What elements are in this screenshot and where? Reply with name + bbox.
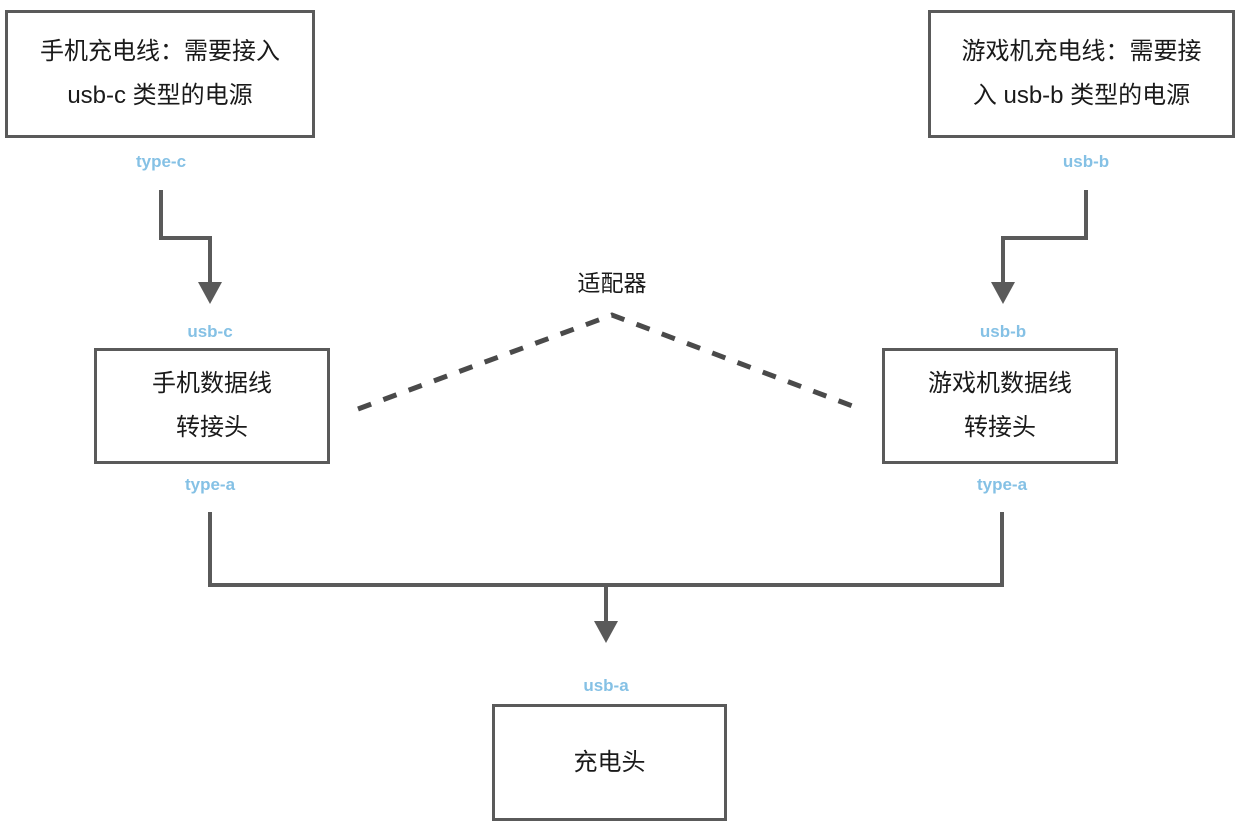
node-console-adapter-line-2: 转接头 [964, 414, 1036, 441]
connector-adapters-merge [208, 512, 1004, 587]
port-label-console-adapter-in: usb-b [979, 322, 1027, 341]
port-label-charger-in: usb-a [583, 676, 629, 695]
port-label-console-adapter-out: type-a [976, 475, 1028, 494]
port-label-phone-adapter-out: type-a [184, 475, 236, 494]
node-phone-cable-line-2: usb-c 类型的电源 [67, 82, 253, 109]
node-charger[interactable]: 充电头 [492, 704, 727, 821]
node-phone-adapter[interactable]: 手机数据线 转接头 [94, 348, 330, 464]
node-console-cable[interactable]: 游戏机充电线：需要接 入 usb-b 类型的电源 [928, 10, 1235, 138]
port-label-console-cable-out: usb-b [1062, 152, 1110, 171]
node-console-adapter[interactable]: 游戏机数据线 转接头 [882, 348, 1118, 464]
port-label-phone-cable-out: type-c [135, 152, 187, 171]
node-phone-adapter-line-1: 手机数据线 [152, 370, 272, 397]
node-charger-line-1: 充电头 [573, 748, 646, 776]
port-label-phone-adapter-in: usb-c [187, 322, 233, 341]
node-console-cable-line-2: 入 usb-b 类型的电源 [972, 82, 1191, 109]
adapter-dashed-link [357, 312, 856, 412]
connector-console-cable-to-adapter [991, 190, 1088, 304]
node-console-adapter-line-1: 游戏机数据线 [928, 370, 1072, 397]
node-phone-adapter-line-2: 转接头 [176, 414, 248, 441]
node-console-cable-line-1: 游戏机充电线：需要接 [961, 38, 1202, 65]
adapter-edge-label: 适配器 [577, 270, 647, 296]
node-phone-cable-line-1: 手机充电线：需要接入 [40, 38, 280, 65]
node-phone-cable[interactable]: 手机充电线：需要接入 usb-c 类型的电源 [5, 10, 315, 138]
connector-phone-cable-to-adapter [159, 190, 222, 304]
